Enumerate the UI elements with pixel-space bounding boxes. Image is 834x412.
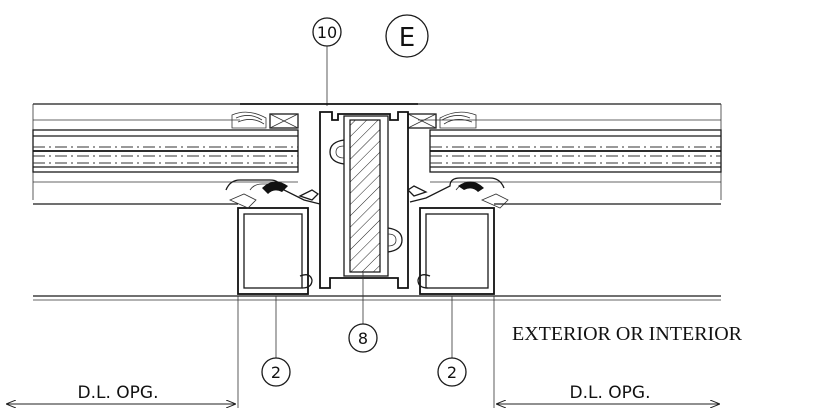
hatched-core <box>349 119 381 273</box>
section-tag-label: E <box>399 23 415 53</box>
right-glazing-unit <box>407 111 722 183</box>
callout-10: 10 <box>312 17 342 106</box>
callout-right-2-label: 2 <box>447 363 457 382</box>
callout-left-2-label: 2 <box>271 363 281 382</box>
bottom-lines <box>33 203 721 408</box>
dimension-right-label: D.L. OPG. <box>570 383 651 403</box>
exterior-interior-note: EXTERIOR OR INTERIOR <box>512 323 743 345</box>
dimension-left-label: D.L. OPG. <box>78 383 159 403</box>
gaskets <box>262 181 484 194</box>
callout-10-label: 10 <box>317 23 337 42</box>
callout-8: 8 <box>348 272 378 353</box>
callout-left-2: 2 <box>261 296 291 387</box>
top-soffit <box>32 103 722 200</box>
callout-8-label: 8 <box>358 329 368 348</box>
left-glazing-unit <box>32 111 299 183</box>
left-frame <box>225 179 321 295</box>
right-frame <box>406 177 509 295</box>
dimension-right: D.L. OPG. <box>496 383 720 404</box>
center-mullion <box>319 111 409 289</box>
dimension-left: D.L. OPG. <box>6 383 236 404</box>
section-tag: E <box>385 14 429 58</box>
callout-right-2: 2 <box>437 296 467 387</box>
